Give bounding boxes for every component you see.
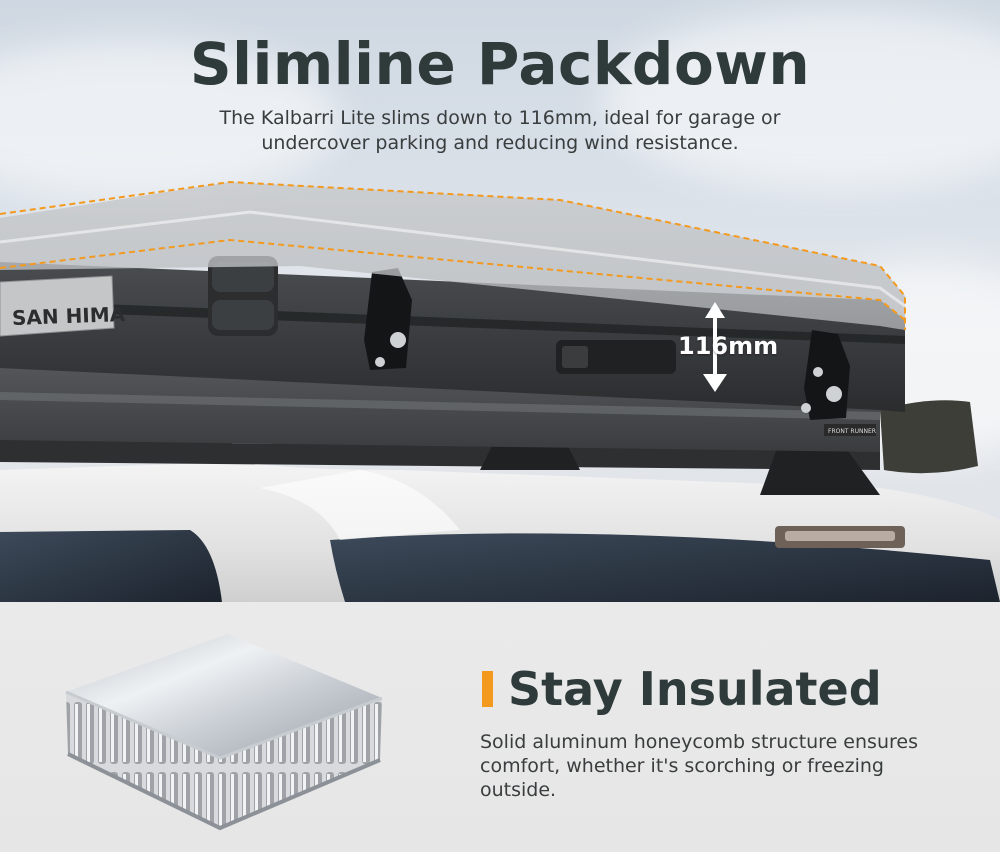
car-window	[0, 530, 222, 602]
panel-honeycomb-side	[220, 698, 382, 828]
rack-plate-text: FRONT RUNNER	[828, 428, 876, 435]
sky-cloud	[0, 40, 340, 200]
honeycomb-panel-image	[65, 634, 383, 831]
panel-honeycomb-side	[66, 692, 220, 828]
sky-cloud	[600, 10, 1000, 190]
hero-title: Slimline Packdown	[189, 30, 811, 98]
rear-window	[330, 533, 1000, 602]
outline-open	[0, 180, 906, 330]
insulation-title: Stay Insulated	[508, 662, 882, 716]
brand-plate-text: SAN HIMA	[11, 302, 126, 330]
brand-plate	[0, 275, 115, 337]
hero-section: FRONT RUNNER SAN H	[0, 0, 1000, 602]
ghost-top-shell	[0, 182, 905, 330]
awning-bag	[880, 400, 978, 474]
hero-subtitle: The Kalbarri Lite slims down to 116mm, i…	[219, 107, 781, 154]
rooftop-tent-photo: FRONT RUNNER	[0, 180, 1000, 602]
insulation-text: Solid aluminum honeycomb structure ensur…	[480, 731, 918, 801]
outline-closed	[0, 238, 906, 321]
title-accent-bar	[482, 671, 493, 707]
measurement-label: 116mm	[678, 332, 779, 360]
insulation-section: Stay Insulated Solid aluminum honeycomb …	[0, 602, 1000, 852]
height-arrow	[703, 302, 727, 392]
